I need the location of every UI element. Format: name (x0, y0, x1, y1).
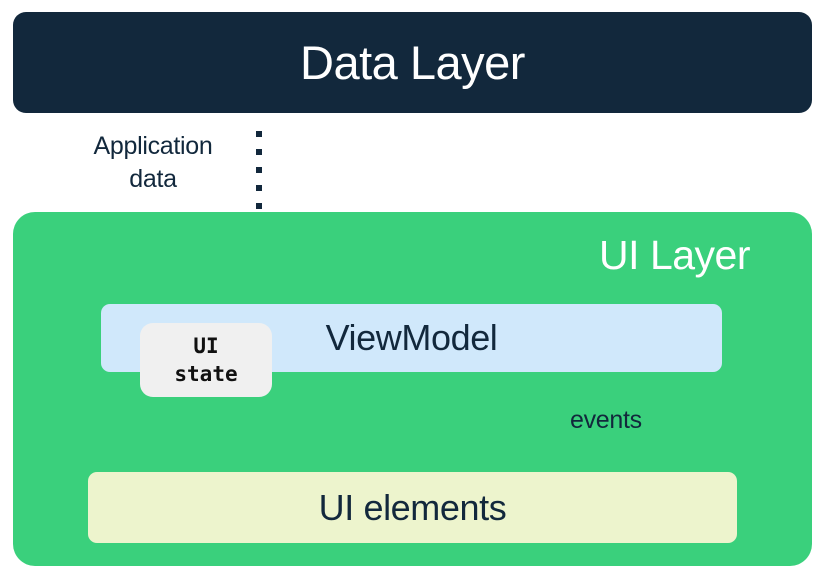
ui-elements-title: UI elements (318, 486, 507, 528)
ui-layer-title: UI Layer (599, 232, 750, 278)
ui-state-pill-line2: state (174, 362, 238, 386)
data-layer-title: Data Layer (300, 36, 525, 89)
ui-state-pill-line1: UI (193, 334, 219, 358)
viewmodel-title: ViewModel (325, 317, 498, 358)
application-data-label-line1: Application (93, 132, 213, 160)
data-layer-box: Data Layer (13, 12, 812, 113)
ui-elements-box: UI elements (88, 472, 737, 543)
application-data-label-line2: data (129, 165, 177, 193)
application-data-label: Application data (62, 130, 244, 196)
events-label: events (570, 406, 642, 434)
ui-state-pill: UI state (140, 323, 272, 397)
ui-layer-box: UI Layer ViewModel UI state events UI el… (13, 212, 812, 566)
